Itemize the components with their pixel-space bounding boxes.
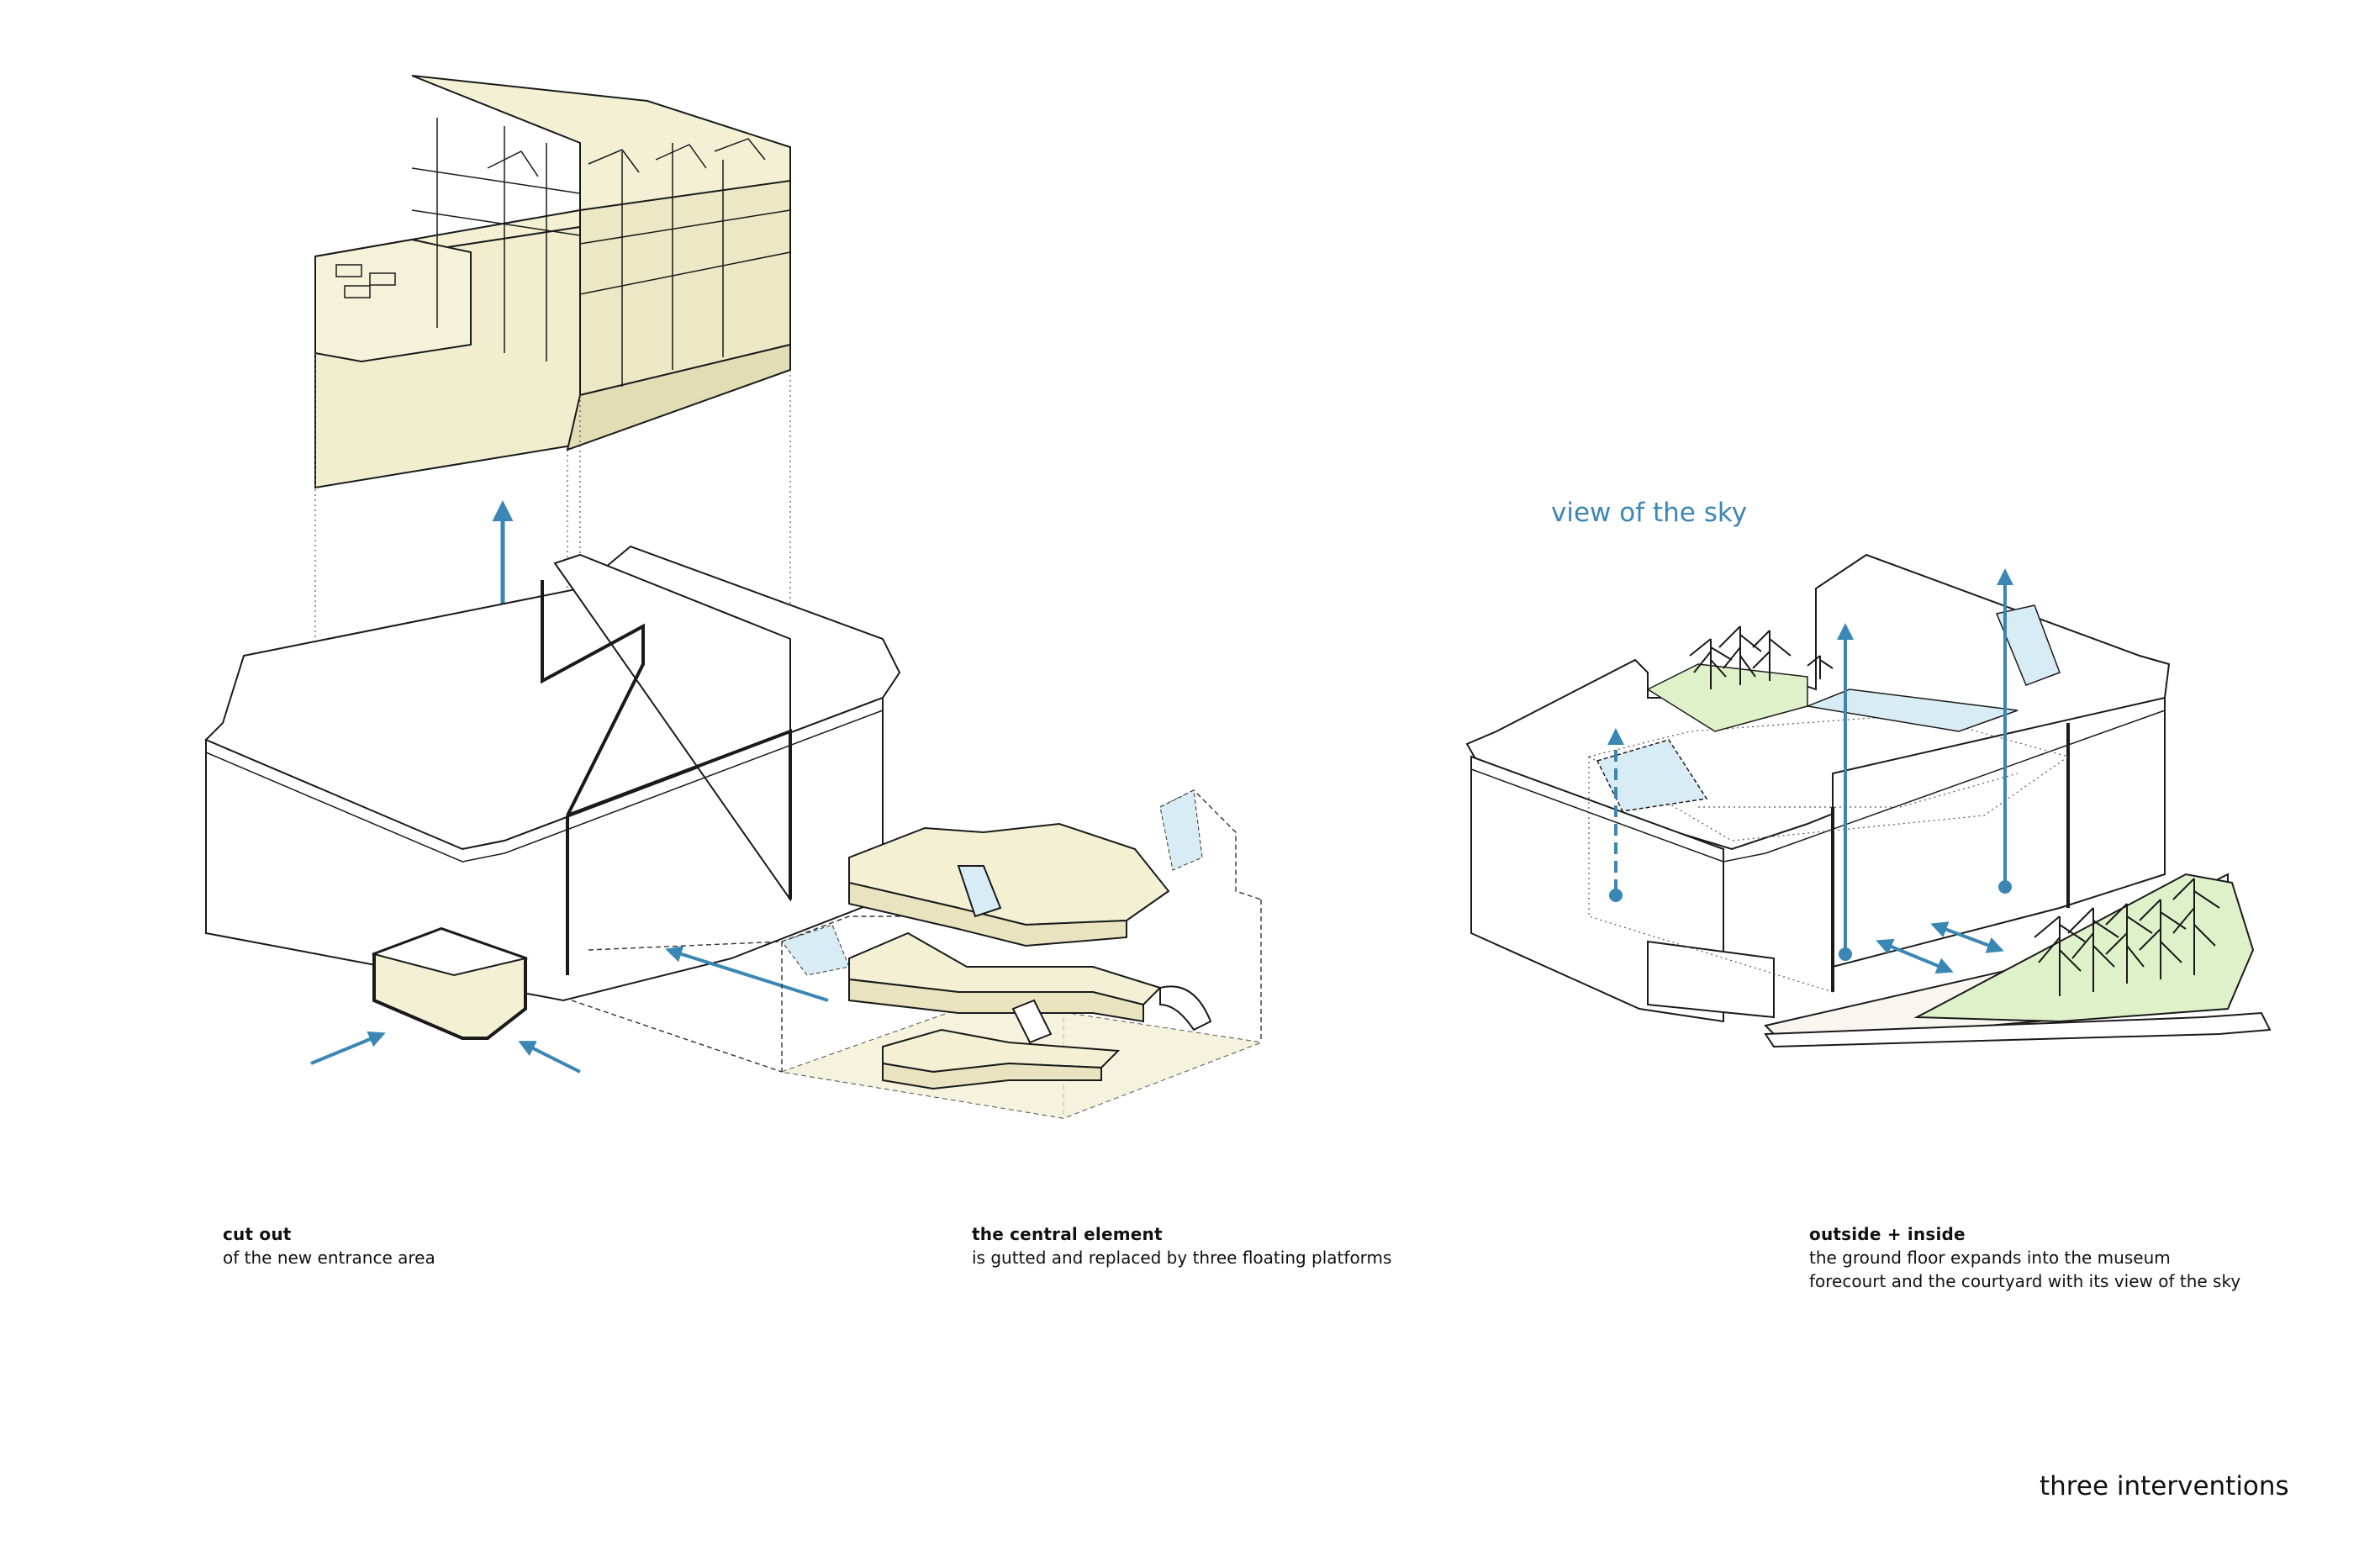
caption-cutout-line: of the new entrance area (223, 1248, 435, 1268)
roof-courtyard-green (1596, 604, 2061, 812)
caption-central-line: is gutted and replaced by three floating… (972, 1248, 1392, 1268)
caption-outside-line-2: forecourt and the courtyard with its vie… (1809, 1271, 2241, 1291)
courtyard-dotted (1587, 714, 2070, 993)
entrance-arrow-right (518, 1041, 581, 1074)
caption-outside-title: outside + inside (1809, 1224, 1966, 1244)
forecourt (1764, 873, 2272, 1048)
insert-arrow (665, 946, 829, 1002)
caption-outside-line-1: the ground floor expands into the museum (1809, 1248, 2171, 1268)
sky-arrows (1607, 568, 2013, 974)
floating-platforms (571, 789, 1264, 1119)
entrance-arrow-left (310, 1031, 386, 1065)
lifted-roof-block (314, 75, 791, 489)
courtyard-trees (1689, 625, 1834, 689)
caption-central-title: the central element (972, 1224, 1163, 1244)
museum-building-left (204, 545, 901, 1040)
caption-cutout-title: cut out (223, 1224, 292, 1244)
sky-label: view of the sky (1551, 498, 1748, 528)
diagram-title: three interventions (2040, 1471, 2289, 1501)
forecourt-trees (2034, 878, 2220, 996)
